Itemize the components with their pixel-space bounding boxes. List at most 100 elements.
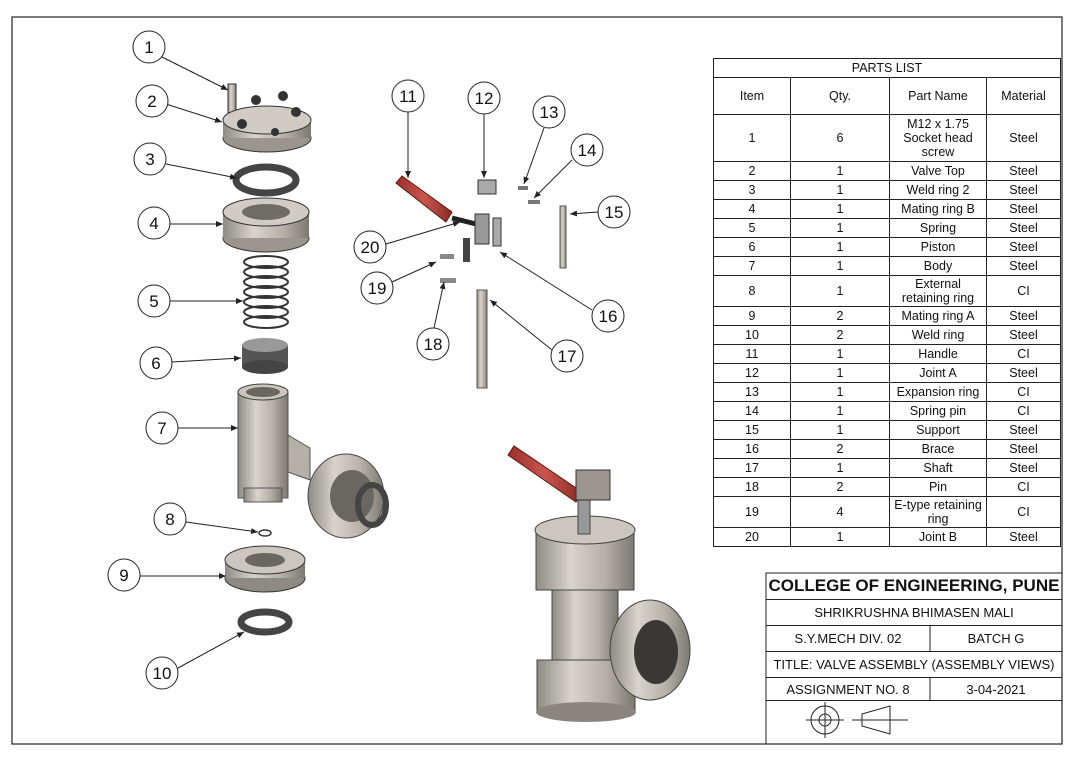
svg-text:13: 13	[540, 103, 559, 122]
cell-qty: 2	[790, 439, 890, 459]
cell-item: 4	[713, 199, 791, 219]
cell-material: CI	[986, 477, 1061, 497]
cell-material: Steel	[986, 325, 1061, 345]
cell-name: E-type retaining ring	[889, 496, 987, 528]
cell-item: 10	[713, 325, 791, 345]
balloon-19: 19	[360, 271, 394, 305]
cell-item: 18	[713, 477, 791, 497]
cell-item: 17	[713, 458, 791, 478]
balloon-5: 5	[137, 284, 171, 318]
cell-qty: 1	[790, 363, 890, 383]
cell-name: Spring pin	[889, 401, 987, 421]
cell-material: Steel	[986, 306, 1061, 326]
cell-name: External retaining ring	[889, 275, 987, 307]
cell-material: Steel	[986, 114, 1061, 162]
svg-text:15: 15	[605, 203, 624, 222]
header-part-name: Part Name	[889, 77, 987, 115]
cell-name: Expansion ring	[889, 382, 987, 402]
batch: BATCH G	[930, 626, 1062, 652]
svg-text:18: 18	[424, 335, 443, 354]
cell-item: 12	[713, 363, 791, 383]
balloon-3: 3	[133, 142, 167, 176]
cell-name: M12 x 1.75 Socket head screw	[889, 114, 987, 162]
cell-qty: 1	[790, 344, 890, 364]
svg-text:19: 19	[368, 279, 387, 298]
cell-qty: 1	[790, 256, 890, 276]
class-division: S.Y.MECH DIV. 02	[766, 626, 930, 652]
parts-list-caption: PARTS LIST	[713, 58, 1061, 78]
cell-material: Steel	[986, 237, 1061, 257]
balloon-2: 2	[135, 84, 169, 118]
cell-item: 9	[713, 306, 791, 326]
cell-item: 7	[713, 256, 791, 276]
svg-text:17: 17	[558, 347, 577, 366]
cell-material: CI	[986, 382, 1061, 402]
cell-qty: 1	[790, 420, 890, 440]
header-qty: Qty.	[790, 77, 890, 115]
parts-list-table: PARTS LIST Item Qty. Part Name Material …	[713, 58, 1061, 547]
cell-material: CI	[986, 344, 1061, 364]
svg-text:14: 14	[578, 141, 597, 160]
balloon-9: 9	[107, 558, 141, 592]
cell-qty: 1	[790, 527, 890, 547]
cell-material: Steel	[986, 180, 1061, 200]
cell-qty: 1	[790, 237, 890, 257]
projection-symbol-icon	[806, 702, 908, 738]
title-block-frame	[765, 572, 1063, 745]
cell-item: 11	[713, 344, 791, 364]
cell-qty: 2	[790, 325, 890, 345]
svg-text:7: 7	[157, 419, 166, 438]
cell-name: Support	[889, 420, 987, 440]
sheet-border	[11, 16, 1063, 745]
balloon-13: 13	[532, 95, 566, 129]
cell-name: Mating ring B	[889, 199, 987, 219]
cell-name: Shaft	[889, 458, 987, 478]
title-block: COLLEGE OF ENGINEERING, PUNE SHRIKRUSHNA…	[766, 573, 1062, 744]
header-item: Item	[713, 77, 791, 115]
cell-name: Brace	[889, 439, 987, 459]
cell-qty: 6	[790, 114, 890, 162]
balloon-12: 12	[467, 81, 501, 115]
cell-item: 8	[713, 275, 791, 307]
cell-item: 5	[713, 218, 791, 238]
cell-material: CI	[986, 275, 1061, 307]
svg-text:8: 8	[165, 510, 174, 529]
date: 3-04-2021	[930, 678, 1062, 701]
balloon-10: 10	[145, 656, 179, 690]
assembled-valve	[507, 445, 691, 722]
cell-material: Steel	[986, 420, 1061, 440]
cell-material: Steel	[986, 458, 1061, 478]
cell-name: Joint B	[889, 527, 987, 547]
svg-text:2: 2	[147, 92, 156, 111]
cell-name: Joint A	[889, 363, 987, 383]
cell-qty: 1	[790, 161, 890, 181]
svg-text:4: 4	[149, 214, 158, 233]
cell-item: 3	[713, 180, 791, 200]
balloon-15: 15	[597, 195, 631, 229]
leader-lines	[140, 55, 599, 669]
cell-item: 13	[713, 382, 791, 402]
cell-name: Weld ring 2	[889, 180, 987, 200]
college-name: COLLEGE OF ENGINEERING, PUNE	[766, 573, 1062, 600]
cell-material: CI	[986, 401, 1061, 421]
cell-name: Pin	[889, 477, 987, 497]
svg-text:9: 9	[119, 566, 128, 585]
cell-qty: 1	[790, 458, 890, 478]
svg-text:20: 20	[361, 238, 380, 257]
cell-qty: 2	[790, 477, 890, 497]
cell-name: Mating ring A	[889, 306, 987, 326]
